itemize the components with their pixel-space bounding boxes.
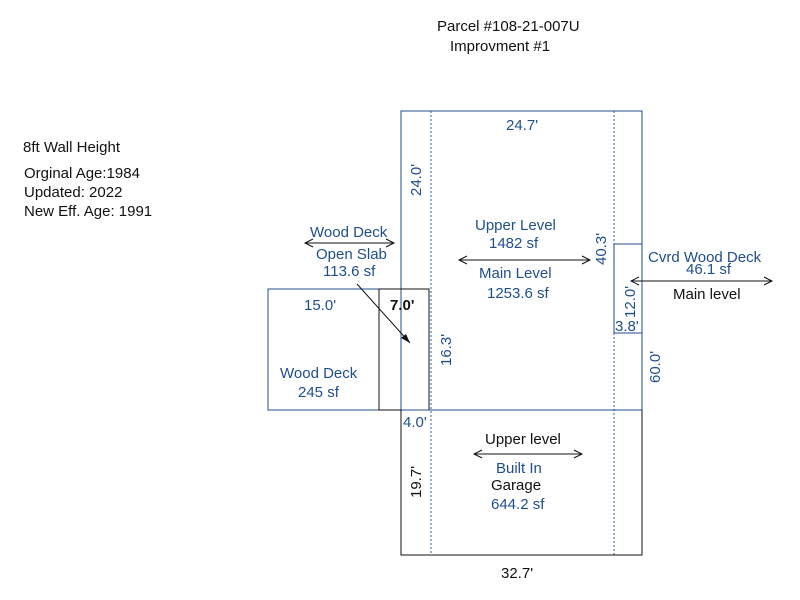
dim-cvrd-deck-height: 12.0'	[622, 286, 639, 318]
dim-main-left-upper: 24.0'	[408, 164, 425, 196]
open-slab-pointer-arrow	[356, 283, 411, 344]
open-slab-wood-deck-label: Wood Deck	[310, 224, 388, 241]
cvrd-deck-arrow	[629, 276, 774, 286]
dim-garage-height: 19.7'	[408, 466, 425, 498]
dim-slab-width: 7.0'	[390, 297, 414, 314]
main-structure-outline	[400, 110, 643, 410]
dim-cvrd-deck-width: 3.8'	[615, 318, 639, 335]
cvrd-deck-level-label: Main level	[673, 286, 741, 303]
dim-main-top: 24.7'	[506, 117, 538, 134]
open-slab-arrow-horizontal	[303, 238, 396, 248]
garage-label: Garage	[491, 477, 541, 494]
dim-slab-height: 16.3'	[438, 334, 455, 366]
built-in-label: Built In	[496, 460, 542, 477]
garage-arrow	[472, 449, 584, 459]
cvrd-wood-deck-label: Cvrd Wood Deck	[648, 249, 762, 266]
garage-upper-level-label: Upper level	[485, 431, 561, 448]
parcel-number: Parcel #108-21-007U	[437, 18, 580, 35]
updated-note: Updated: 2022	[24, 184, 122, 201]
wood-deck-area: 245 sf	[298, 384, 340, 401]
upper-level-area: 1482 sf	[489, 235, 539, 252]
garage-area: 644.2 sf	[491, 496, 545, 513]
upper-level-label: Upper Level	[475, 217, 556, 234]
new-eff-age-note: New Eff. Age: 1991	[24, 203, 152, 220]
dim-overall-right: 60.0'	[647, 351, 664, 383]
garage-outline	[400, 410, 643, 556]
interior-dashed-lines	[430, 111, 615, 555]
open-slab-area: 113.6 sf	[323, 263, 376, 280]
wood-deck-outline	[267, 288, 402, 411]
main-level-arrow	[457, 255, 592, 265]
main-level-label: Main Level	[479, 265, 552, 282]
main-level-area: 1253.6 sf	[487, 285, 550, 302]
cvrd-wood-deck-area: 46.1 sf	[686, 261, 732, 278]
wood-deck-label: Wood Deck	[280, 365, 358, 382]
wall-height-note: 8ft Wall Height	[23, 139, 121, 156]
dim-main-right: 40.3'	[593, 233, 610, 265]
dim-garage-width: 32.7'	[501, 565, 533, 582]
improvement-label: Improvment #1	[450, 38, 550, 55]
original-age-note: Orginal Age:1984	[24, 165, 140, 182]
open-slab-label: Open Slab	[316, 246, 387, 263]
dim-garage-offset: 4.0'	[403, 414, 427, 431]
dim-wood-deck-width: 15.0'	[304, 297, 336, 314]
